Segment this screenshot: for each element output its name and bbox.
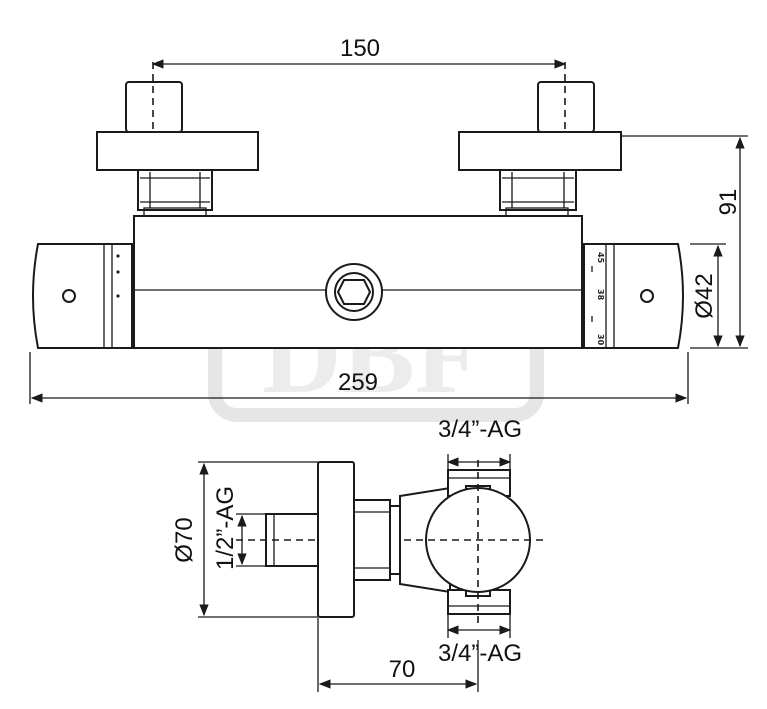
dim-length-label: 259 bbox=[338, 369, 378, 396]
left-handle bbox=[32, 243, 133, 349]
right-connector bbox=[458, 62, 622, 217]
left-handle-screw bbox=[62, 289, 76, 303]
dim-rosette-diameter-label: Ø70 bbox=[171, 517, 198, 562]
dim-outlet-top-label: 3/4”-AG bbox=[438, 416, 522, 443]
left-connector bbox=[96, 62, 259, 217]
right-handle-screw bbox=[640, 289, 654, 303]
dim-body-diameter-label: Ø42 bbox=[691, 273, 718, 318]
scale-mark-38: 38 bbox=[596, 289, 605, 301]
center-outlet bbox=[325, 263, 383, 321]
scale-mark-30: 30 bbox=[596, 334, 605, 346]
thermostat-handle: 45 38 30 bbox=[583, 243, 684, 349]
dim-depth-label: 70 bbox=[389, 656, 416, 683]
dim-height-label: 91 bbox=[715, 189, 742, 216]
dim-outlet-bottom-label: 3/4”-AG bbox=[438, 640, 522, 667]
inlet-stub bbox=[236, 513, 320, 567]
dim-inlet-label: 1/2”-AG bbox=[212, 486, 239, 570]
scale-mark-45: 45 bbox=[596, 252, 605, 264]
wall-rosette bbox=[317, 461, 355, 618]
side-nut bbox=[353, 499, 401, 581]
side-view: 3/4”-AG 3/4”-AG Ø70 1/2”-AG 70 bbox=[171, 416, 546, 692]
dim-spacing-label: 150 bbox=[340, 35, 380, 62]
front-view: 45 38 30 150 91 Ø42 259 bbox=[29, 35, 748, 404]
